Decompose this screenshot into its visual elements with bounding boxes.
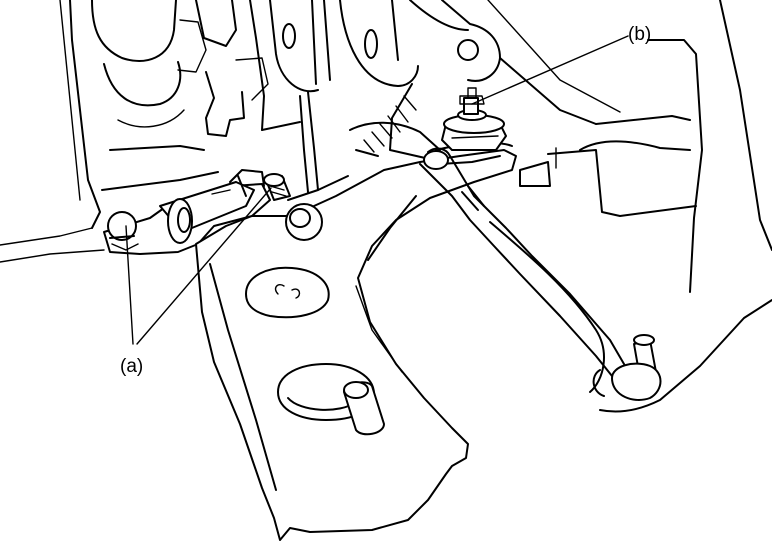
leader-a-right — [136, 187, 272, 345]
strut-rod — [299, 91, 319, 193]
label-a: (a) — [120, 356, 143, 377]
stabilizer-assembly — [103, 169, 271, 255]
strut-end-bolt — [263, 173, 323, 241]
vehicle-body-background — [0, 0, 772, 413]
leader-lines — [125, 35, 629, 345]
leader-b — [471, 35, 629, 105]
label-b: (b) — [628, 24, 651, 45]
ball-joint-b — [441, 87, 507, 151]
tie-rod — [349, 83, 662, 401]
leader-a-left — [125, 225, 134, 345]
